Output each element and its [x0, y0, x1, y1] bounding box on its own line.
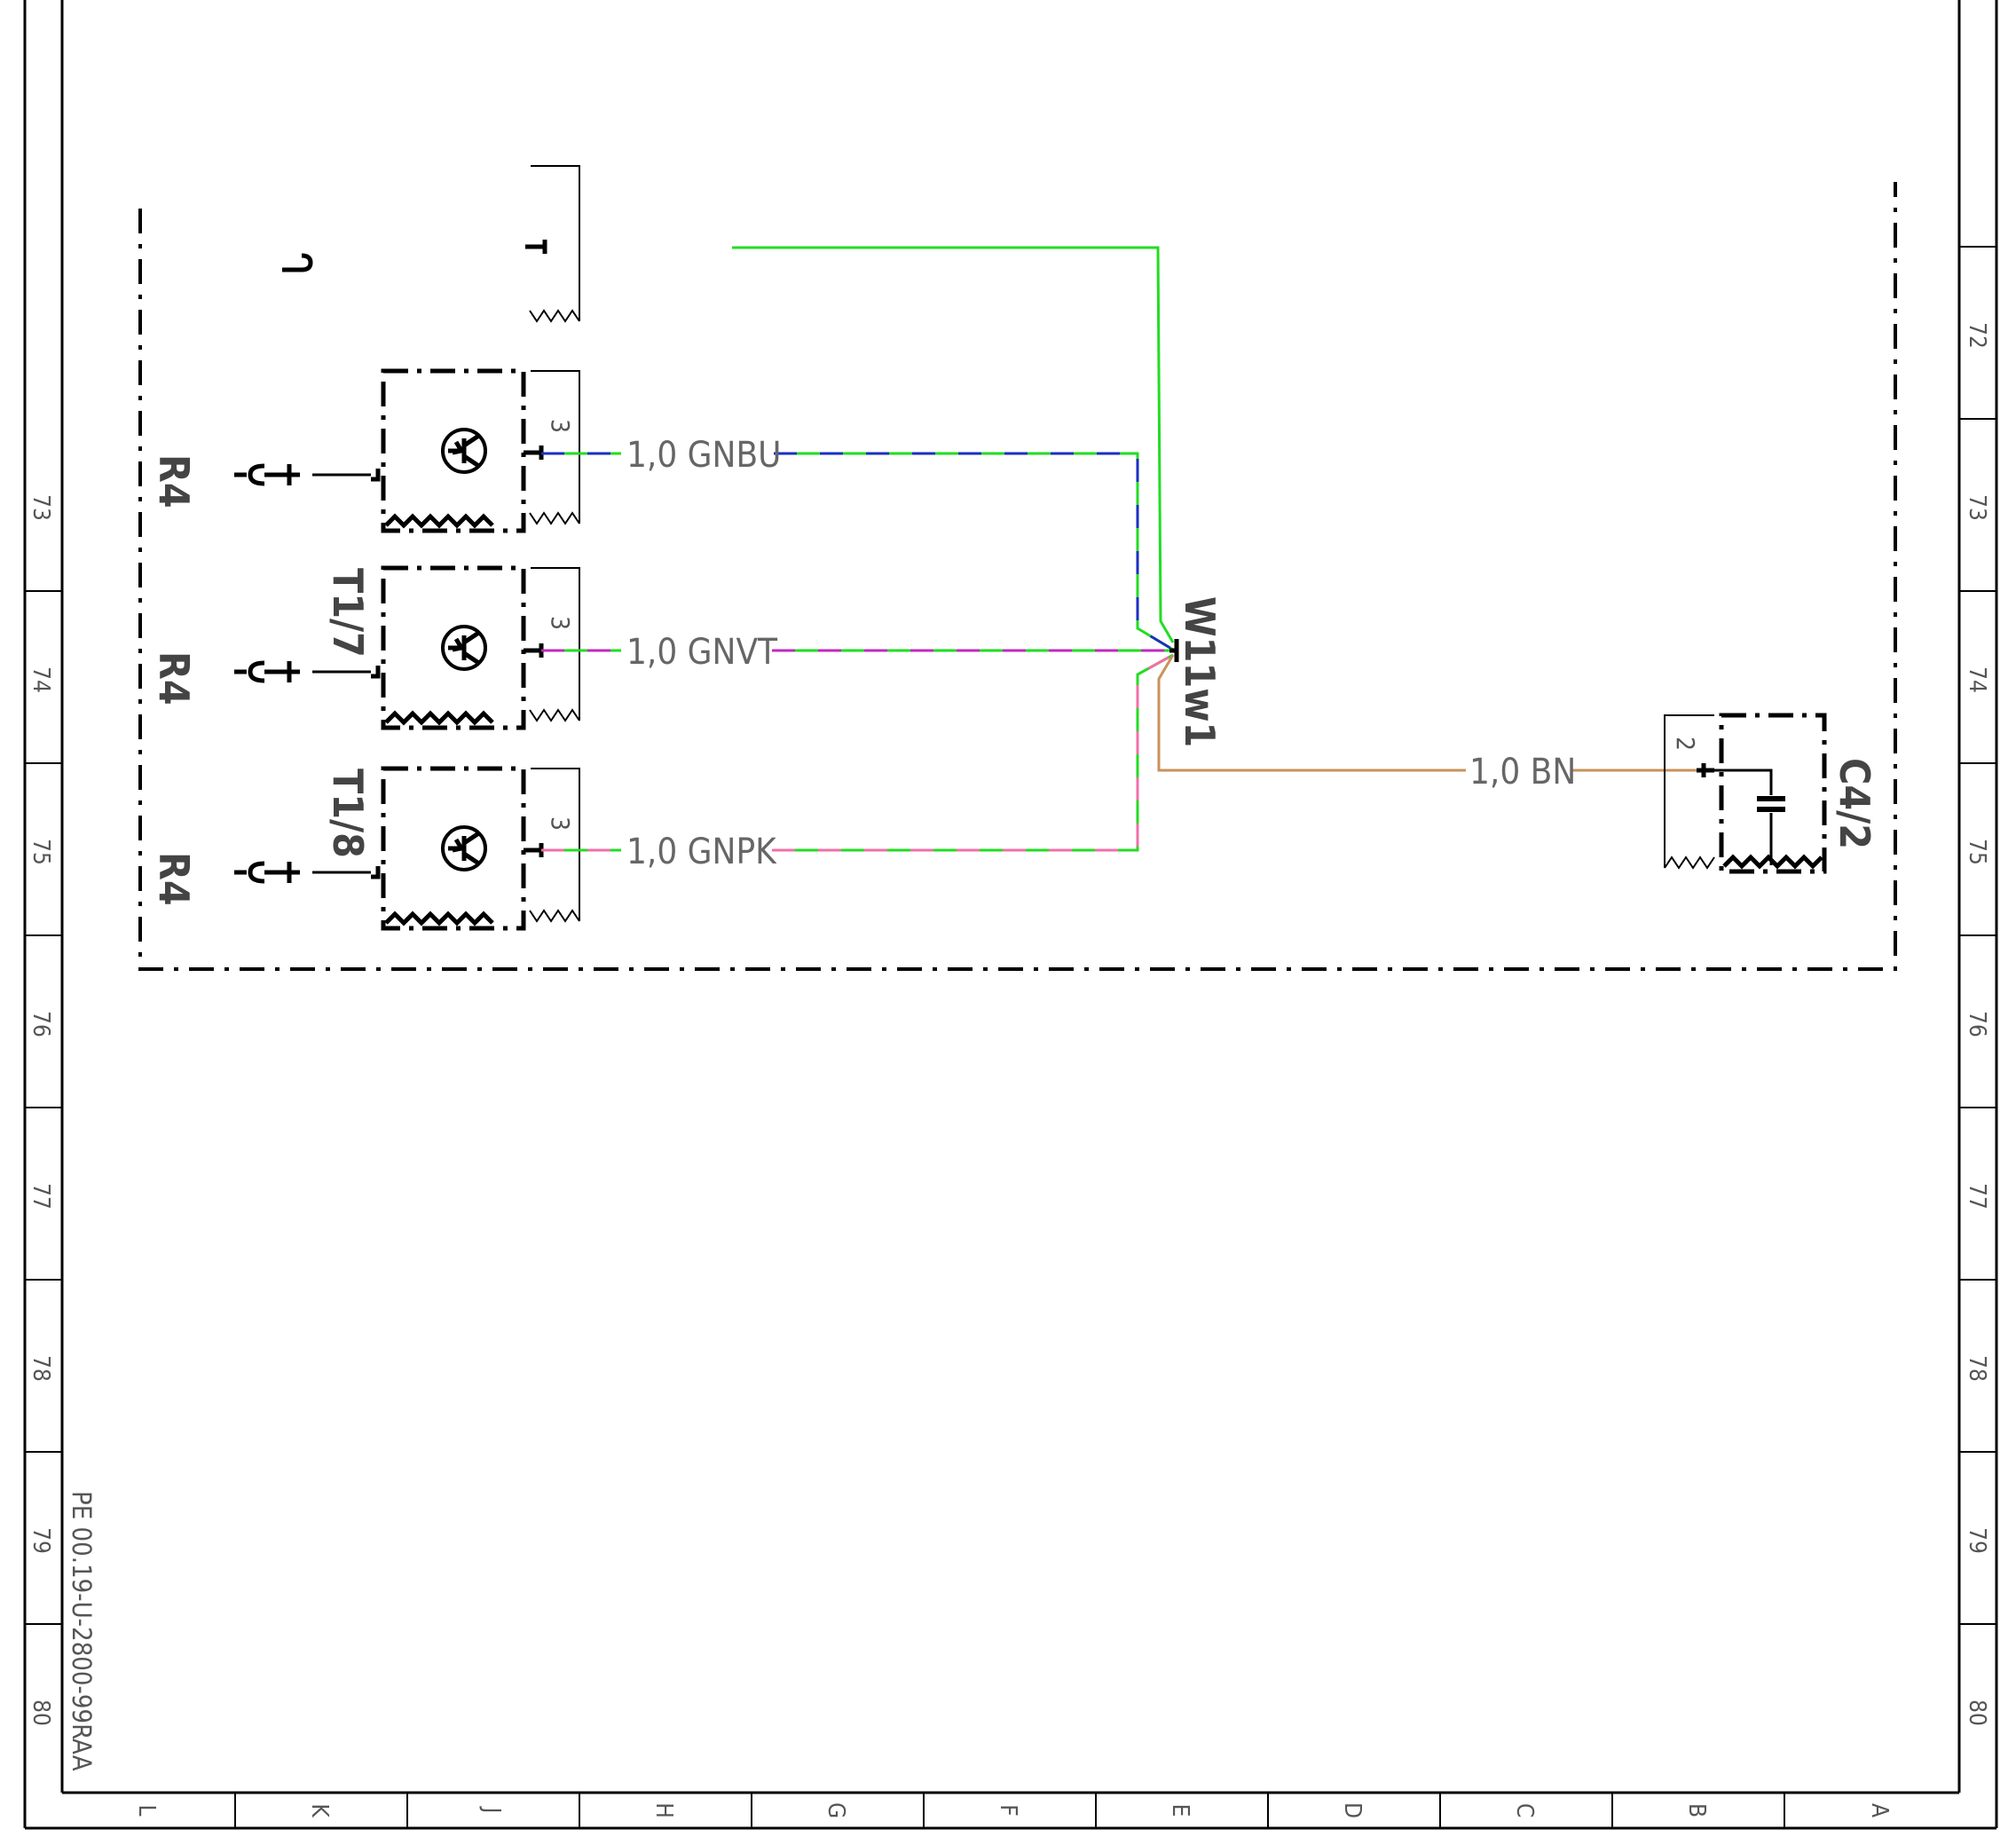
column-label-C: C — [1511, 1803, 1538, 1817]
right-row-label-74: 74 — [1964, 666, 1990, 693]
column-label-E: E — [1167, 1804, 1193, 1817]
sensor-3-pin: 3 — [546, 816, 575, 831]
left-row-label-77: 77 — [28, 1183, 54, 1210]
top-partial-component — [282, 165, 580, 323]
column-label-J: J — [478, 1806, 505, 1814]
connector-r4-icon-2 — [234, 660, 300, 683]
right-row-label-76: 76 — [1964, 1011, 1990, 1037]
sensor-2-connector-label: R4 — [150, 651, 198, 706]
ground-hook-icon — [282, 253, 313, 272]
left-row-label-76: 76 — [28, 1011, 54, 1037]
sensor-module-1: 3 R4 — [150, 368, 580, 533]
document-id: PE 00.19-U-2800-99RAA — [67, 1491, 97, 1771]
wire-bn — [1157, 654, 1697, 772]
sensor-1-pin: 3 — [546, 419, 575, 433]
sensor-2-ref: T1/7 — [324, 568, 372, 658]
sensor-3-connector-label: R4 — [150, 852, 198, 906]
left-row-label-80: 80 — [28, 1699, 54, 1726]
column-label-K: K — [306, 1803, 333, 1817]
left-row-label-79: 79 — [28, 1527, 54, 1554]
wire-label-gnpk: 1,0 GNPK — [626, 832, 777, 872]
right-row-label-75: 75 — [1964, 839, 1990, 865]
capacitor-ref: C4/2 — [1831, 758, 1878, 849]
right-row-label-77: 77 — [1964, 1183, 1990, 1210]
sensor-2-pin: 3 — [546, 616, 575, 630]
left-row-label-74: 74 — [28, 666, 54, 693]
wire-gnbu — [541, 452, 1174, 651]
connector-r4-icon-1 — [234, 463, 300, 486]
column-label-H: H — [650, 1802, 677, 1818]
column-label-G: G — [823, 1802, 849, 1818]
wire-label-bn: 1,0 BN — [1469, 752, 1576, 792]
column-label-L: L — [133, 1804, 160, 1816]
transistor-icon — [441, 625, 487, 671]
transistor-icon — [441, 428, 487, 474]
column-label-A: A — [1866, 1803, 1893, 1817]
sensor-1-connector-label: R4 — [150, 454, 198, 509]
column-ruler: L K J H G F E D C B A — [133, 1793, 1893, 1828]
wire-label-gnbu: 1,0 GNBU — [626, 435, 781, 476]
sensor-3-ref: T1/8 — [324, 769, 372, 858]
capacitor-pin: 2 — [1671, 737, 1700, 751]
column-label-F: F — [995, 1804, 1021, 1816]
connector-r4-icon-3 — [234, 861, 300, 884]
left-row-ruler: 73 74 75 76 77 78 79 80 PE 00.19-U-2800-… — [25, 494, 97, 1771]
right-row-label-79: 79 — [1964, 1527, 1990, 1554]
column-label-D: D — [1339, 1802, 1366, 1818]
splice-ref: W11w1 — [1176, 596, 1224, 747]
assembly-boundary — [138, 182, 1897, 971]
right-row-label-80: 80 — [1964, 1699, 1990, 1726]
wire-gnpk — [541, 653, 1174, 852]
capacitor-c4-2: 2 C4/2 — [1664, 713, 1878, 874]
capacitor-icon — [1757, 796, 1785, 812]
sensor-module-2: 3 R4 T1/7 — [150, 565, 580, 730]
right-row-label-72: 72 — [1964, 322, 1990, 349]
right-row-ruler: 72 73 74 75 76 77 78 79 80 — [1959, 246, 1996, 1726]
transistor-icon — [441, 825, 487, 871]
left-row-label-78: 78 — [28, 1355, 54, 1382]
wire-label-gnvt: 1,0 GNVT — [626, 632, 778, 673]
left-row-label-73: 73 — [28, 494, 54, 521]
splice-w11w1: W11w1 — [1169, 596, 1224, 747]
drawing-frame — [23, 0, 1998, 1830]
sensor-module-3: 3 R4 T1/8 — [150, 766, 580, 931]
left-row-label-75: 75 — [28, 839, 54, 865]
right-row-label-73: 73 — [1964, 494, 1990, 521]
right-row-label-78: 78 — [1964, 1355, 1990, 1382]
column-label-B: B — [1683, 1803, 1710, 1817]
wire-top-green — [732, 246, 1175, 643]
